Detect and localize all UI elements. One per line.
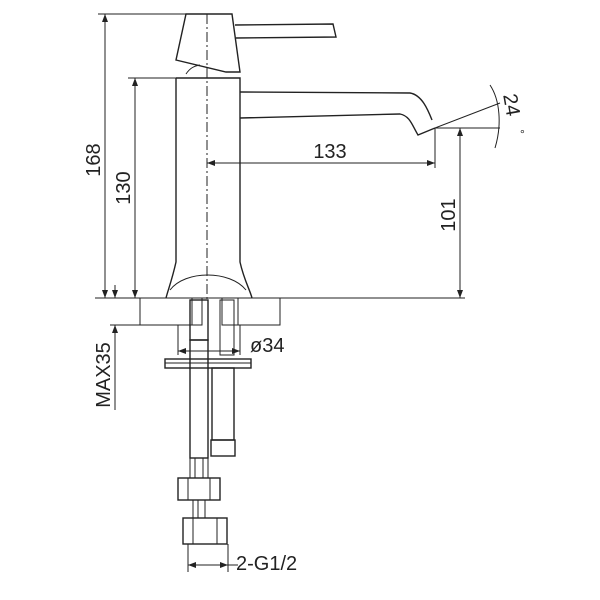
body-height-label: 130 xyxy=(113,171,135,204)
faucet-body xyxy=(165,14,253,300)
dimension-max-deck: MAX35 xyxy=(93,285,140,410)
overall-height-label: 168 xyxy=(83,143,105,176)
supply-hose xyxy=(177,299,236,545)
dimension-spout-height: 101 xyxy=(438,128,463,298)
dimension-connection: 2-G1/2 xyxy=(187,544,297,575)
spout xyxy=(239,91,436,136)
dimension-body-height: 130 xyxy=(113,78,138,298)
spout-angle-label: 24 xyxy=(498,92,524,118)
max-deck-label: MAX35 xyxy=(93,342,115,408)
spout-reach-label: 133 xyxy=(313,141,346,163)
mounting-hole-label: ø34 xyxy=(250,335,284,357)
dimension-spout-reach: 133 xyxy=(207,128,436,168)
degree-symbol: ° xyxy=(520,127,525,141)
handle xyxy=(175,13,337,75)
mounting-shank: ø34 xyxy=(164,299,284,369)
dimension-spout-angle: 24 ° xyxy=(434,84,525,149)
deck-section xyxy=(139,297,281,326)
dimension-overall-height: 168 xyxy=(83,14,108,298)
spout-height-label: 101 xyxy=(438,198,460,231)
connection-label: 2-G1/2 xyxy=(236,553,297,575)
